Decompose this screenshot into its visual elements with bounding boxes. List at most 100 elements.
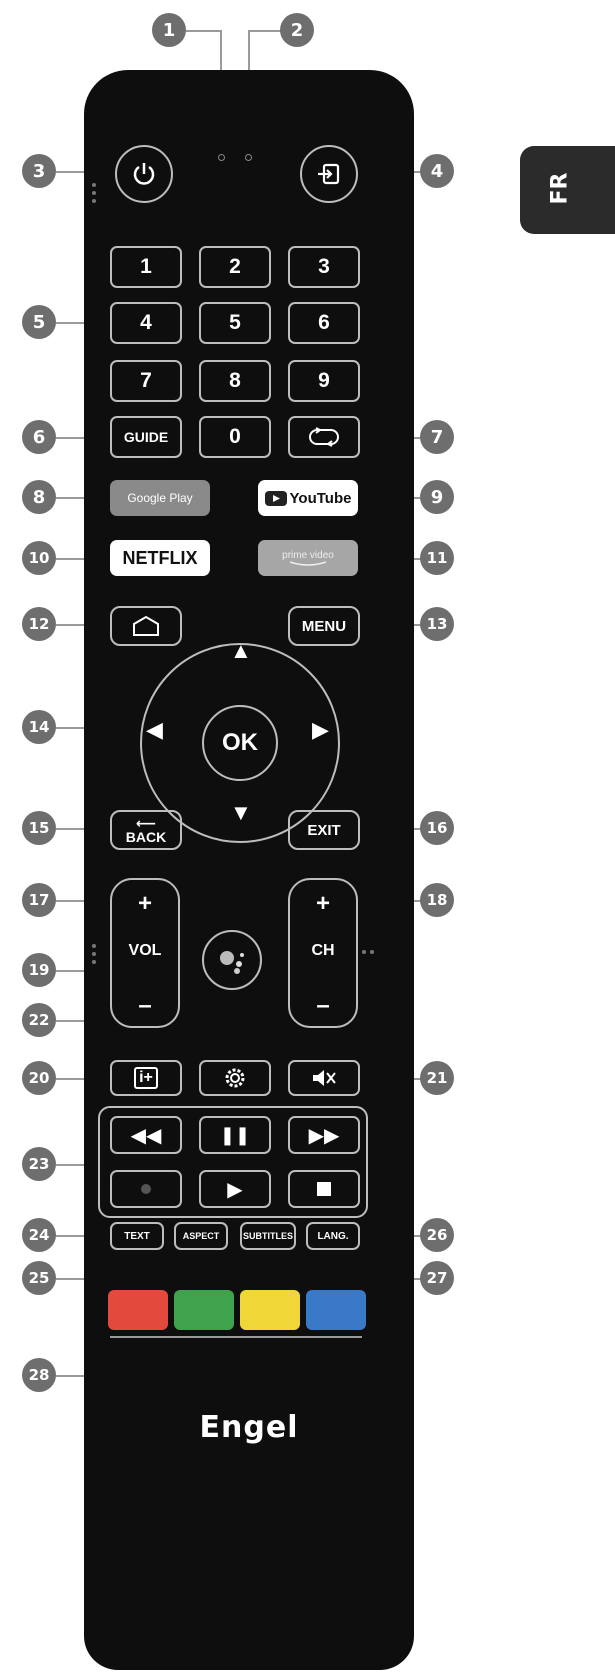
settings-button[interactable] bbox=[199, 1060, 271, 1096]
info-icon: i+ bbox=[134, 1067, 158, 1089]
record-icon bbox=[141, 1184, 151, 1194]
volume-label: VOL bbox=[128, 942, 162, 959]
prime-video-label: prime video bbox=[282, 549, 334, 561]
key-3[interactable]: 3 bbox=[288, 246, 360, 288]
aspect-button[interactable]: ASPECT bbox=[174, 1222, 228, 1250]
prime-video-button[interactable]: prime video bbox=[258, 540, 358, 576]
yellow-key[interactable] bbox=[240, 1290, 300, 1330]
guide-button[interactable]: GUIDE bbox=[110, 416, 182, 458]
fast-forward-button[interactable]: ▶▶ bbox=[288, 1116, 360, 1154]
brand-logo: Engel bbox=[199, 1410, 299, 1445]
dpad-ring[interactable] bbox=[140, 643, 340, 843]
gear-icon bbox=[225, 1068, 245, 1088]
down-arrow-button[interactable]: ▼ bbox=[230, 800, 252, 825]
play-button[interactable]: ▶ bbox=[199, 1170, 271, 1208]
tactile-dot bbox=[92, 191, 96, 195]
callout-23: 23 bbox=[22, 1147, 56, 1181]
volume-down[interactable]: – bbox=[138, 992, 152, 1019]
tactile-dot bbox=[92, 199, 96, 203]
back-button[interactable]: ⟵ BACK bbox=[110, 810, 182, 850]
volume-rocker[interactable]: + VOL – bbox=[110, 878, 180, 1028]
youtube-button[interactable]: YouTube bbox=[258, 480, 358, 516]
lead-3 bbox=[56, 171, 96, 173]
key-4[interactable]: 4 bbox=[110, 302, 182, 344]
up-arrow-button[interactable]: ▲ bbox=[230, 638, 252, 663]
tactile-dot bbox=[92, 944, 96, 948]
netflix-button[interactable]: NETFLIX bbox=[110, 540, 210, 576]
tactile-dot bbox=[370, 950, 374, 954]
rewind-icon: ◀◀ bbox=[130, 1124, 162, 1147]
callout-27: 27 bbox=[420, 1261, 454, 1295]
pause-button[interactable]: ❚❚ bbox=[199, 1116, 271, 1154]
red-key[interactable] bbox=[108, 1290, 168, 1330]
callout-2: 2 bbox=[280, 13, 314, 47]
key-5[interactable]: 5 bbox=[199, 302, 271, 344]
menu-button[interactable]: MENU bbox=[288, 606, 360, 646]
rewind-button[interactable]: ◀◀ bbox=[110, 1116, 182, 1154]
lang-button[interactable]: LANG. bbox=[306, 1222, 360, 1250]
back-arrow-icon: ⟵ bbox=[135, 815, 157, 831]
led-indicator-1 bbox=[218, 154, 225, 161]
callout-20: 20 bbox=[22, 1061, 56, 1095]
record-button[interactable] bbox=[110, 1170, 182, 1208]
key-8[interactable]: 8 bbox=[199, 360, 271, 402]
input-source-button[interactable] bbox=[300, 145, 358, 203]
tactile-dot bbox=[362, 950, 366, 954]
fast-forward-icon: ▶▶ bbox=[308, 1124, 340, 1147]
channel-label: CH bbox=[311, 942, 335, 959]
left-arrow-button[interactable]: ◀ bbox=[146, 717, 163, 742]
channel-down[interactable]: – bbox=[316, 992, 330, 1019]
callout-7: 7 bbox=[420, 420, 454, 454]
media-controls-group bbox=[98, 1106, 368, 1218]
key-6[interactable]: 6 bbox=[288, 302, 360, 344]
callout-25: 25 bbox=[22, 1261, 56, 1295]
language-tab: FR bbox=[520, 146, 615, 234]
google-assistant-button[interactable] bbox=[202, 930, 262, 990]
green-key[interactable] bbox=[174, 1290, 234, 1330]
key-0[interactable]: 0 bbox=[199, 416, 271, 458]
info-button[interactable]: i+ bbox=[110, 1060, 182, 1096]
callout-24: 24 bbox=[22, 1218, 56, 1252]
blue-key[interactable] bbox=[306, 1290, 366, 1330]
callout-8: 8 bbox=[22, 480, 56, 514]
power-icon bbox=[133, 163, 155, 185]
callout-9: 9 bbox=[420, 480, 454, 514]
play-icon: ▶ bbox=[227, 1178, 243, 1201]
callout-12: 12 bbox=[22, 607, 56, 641]
tactile-dot bbox=[92, 960, 96, 964]
swap-button[interactable] bbox=[288, 416, 360, 458]
google-assistant-icon bbox=[220, 951, 244, 974]
channel-up[interactable]: + bbox=[315, 890, 330, 917]
volume-up[interactable]: + bbox=[137, 890, 152, 917]
pause-icon: ❚❚ bbox=[219, 1124, 251, 1145]
callout-16: 16 bbox=[420, 811, 454, 845]
mute-button[interactable] bbox=[288, 1060, 360, 1096]
callout-11: 11 bbox=[420, 541, 454, 575]
key-1[interactable]: 1 bbox=[110, 246, 182, 288]
callout-13: 13 bbox=[420, 607, 454, 641]
google-play-button[interactable]: Google Play bbox=[110, 480, 210, 516]
ok-button[interactable]: OK bbox=[202, 705, 278, 781]
led-indicator-2 bbox=[245, 154, 252, 161]
key-2[interactable]: 2 bbox=[199, 246, 271, 288]
callout-18: 18 bbox=[420, 883, 454, 917]
callout-28: 28 bbox=[22, 1358, 56, 1392]
right-arrow-button[interactable]: ▶ bbox=[312, 717, 329, 742]
stop-button[interactable] bbox=[288, 1170, 360, 1208]
channel-rocker[interactable]: + CH – bbox=[288, 878, 358, 1028]
language-tab-label: FR bbox=[547, 172, 573, 205]
key-9[interactable]: 9 bbox=[288, 360, 360, 402]
exit-button[interactable]: EXIT bbox=[288, 810, 360, 850]
subtitles-button[interactable]: SUBTITLES bbox=[240, 1222, 296, 1250]
lead-2h bbox=[248, 30, 282, 32]
back-label: BACK bbox=[125, 829, 167, 845]
text-button[interactable]: TEXT bbox=[110, 1222, 164, 1250]
prime-smile-icon bbox=[289, 560, 327, 566]
callout-15: 15 bbox=[22, 811, 56, 845]
home-button[interactable] bbox=[110, 606, 182, 646]
color-keys-underline bbox=[110, 1336, 362, 1338]
callout-10: 10 bbox=[22, 541, 56, 575]
power-button[interactable] bbox=[115, 145, 173, 203]
key-7[interactable]: 7 bbox=[110, 360, 182, 402]
